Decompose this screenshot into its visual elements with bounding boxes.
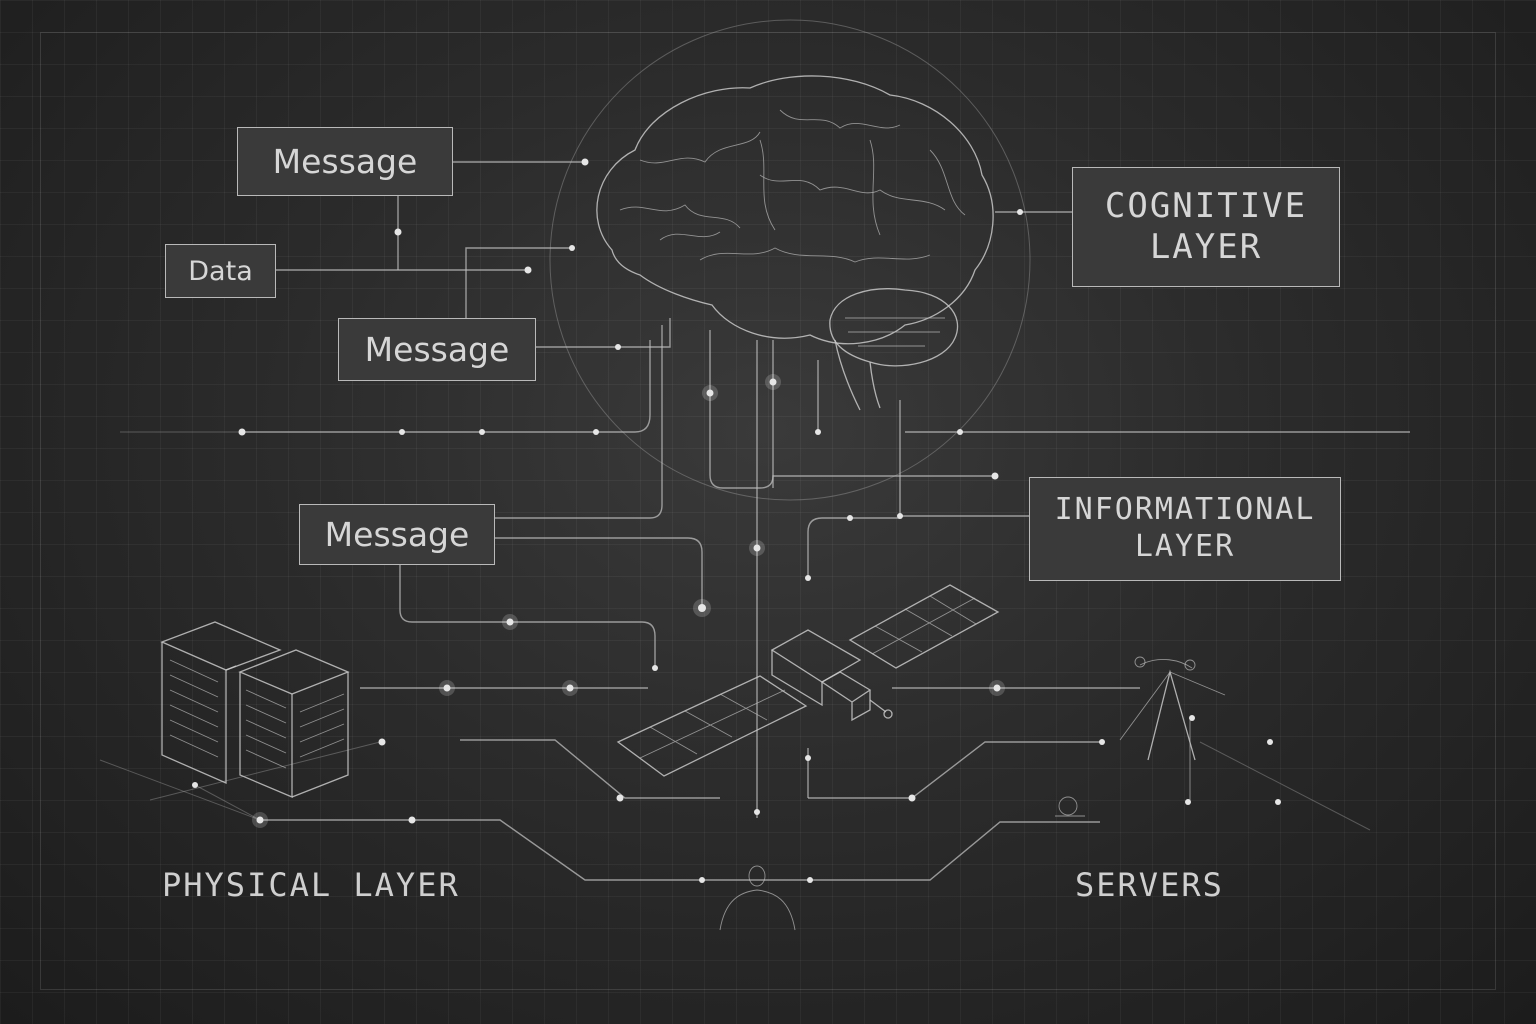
cognitive-layer-box: COGNITIVE LAYER xyxy=(1072,167,1340,287)
physical-layer-caption: PHYSICAL LAYER xyxy=(162,866,460,904)
message-box-middle: Message xyxy=(338,318,536,381)
satellite-icon xyxy=(618,585,998,776)
brain-halo xyxy=(550,20,1030,500)
brain-illustration xyxy=(597,76,993,410)
message-box-top: Message xyxy=(237,127,453,196)
person-silhouette-icon xyxy=(720,866,795,930)
informational-layer-box: INFORMATIONAL LAYER xyxy=(1029,477,1341,581)
message-box-lower: Message xyxy=(299,504,495,565)
antenna-tower-icon xyxy=(1055,657,1225,816)
data-box: Data xyxy=(165,244,276,298)
server-rack-icon xyxy=(162,622,348,797)
servers-caption: SERVERS xyxy=(1075,866,1224,904)
